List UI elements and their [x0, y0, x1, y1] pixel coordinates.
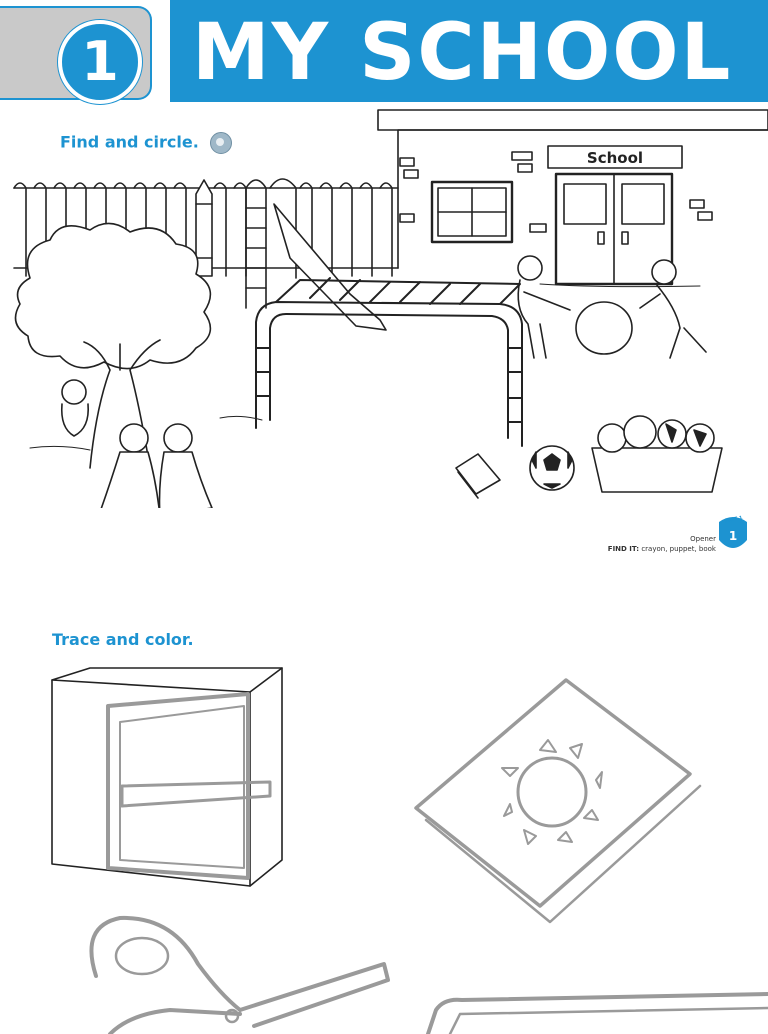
page-footer-note: Opener FIND IT: crayon, puppet, book: [608, 534, 716, 554]
audio-cd-icon[interactable]: [210, 132, 233, 154]
trace-drawings: [51, 667, 768, 1034]
school-yard-scene: School: [13, 109, 768, 508]
page-label: Opener: [690, 535, 716, 543]
scissors-trace: [89, 915, 390, 1034]
unit-badge-label: UNIT 1: [724, 515, 744, 525]
find-it-items: crayon, puppet, book: [641, 545, 716, 553]
school-building: School: [377, 109, 768, 286]
instruction-text: Find and circle.: [60, 132, 199, 152]
find-and-circle-instruction: Find and circle.: [60, 132, 233, 154]
unit-badge-icon: UNIT 1 1: [719, 515, 747, 548]
unit-tab: 1: [0, 6, 152, 104]
find-it-label: FIND IT:: [607, 545, 640, 553]
trace-and-color-instruction: Trace and color.: [52, 630, 194, 649]
book-with-sun-trace: [414, 678, 702, 924]
soccer-ball: [529, 445, 575, 491]
unit-badge-number: 1: [729, 529, 737, 543]
monkey-bars: [255, 277, 523, 447]
kids-with-hoop: [517, 255, 707, 359]
bookshelf-trace: [51, 667, 283, 887]
school-sign: School: [587, 149, 643, 167]
children-sitting: [100, 423, 213, 508]
find-it-line: FIND IT: crayon, puppet, book: [608, 544, 716, 554]
page-title: MY SCHOOL: [192, 8, 733, 98]
ball-box: [591, 415, 723, 493]
tree: [14, 222, 212, 469]
slide: [245, 178, 387, 331]
book: [455, 453, 501, 499]
ground-line: [29, 283, 701, 451]
title-banner: MY SCHOOL: [170, 0, 768, 102]
crayon-trace: [426, 992, 768, 1034]
puppet: [60, 379, 90, 437]
instruction-text: Trace and color.: [52, 630, 194, 649]
unit-number-badge: 1: [58, 20, 142, 104]
